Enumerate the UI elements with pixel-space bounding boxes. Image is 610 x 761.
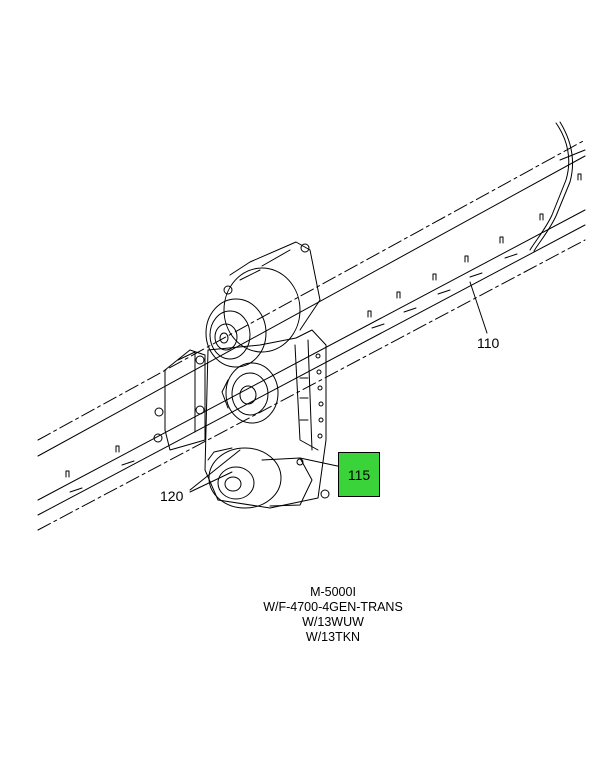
leader-120-b (189, 471, 233, 493)
mounting-bracket (153, 349, 206, 451)
caption-line-option-1: W/13WUW (302, 615, 364, 629)
callout-120[interactable]: 120 (160, 488, 184, 504)
callout-110[interactable]: 110 (477, 335, 500, 351)
frame-rail (37, 139, 586, 531)
transfer-case (204, 329, 327, 509)
caption-line-option-2: W/13TKN (305, 630, 361, 644)
leader-115 (299, 457, 343, 468)
middle-output-flange (221, 362, 279, 424)
caption-line-transmission: W/F-4700-4GEN-TRANS (263, 600, 403, 614)
drawing-caption: M-5000I W/F-4700-4GEN-TRANS W/13WUW W/13… (230, 585, 436, 645)
callout-115-highlight[interactable]: 115 (338, 452, 380, 497)
upper-output-flange (205, 241, 321, 368)
rail-fasteners (65, 173, 582, 493)
leader-110 (469, 281, 488, 334)
cable (529, 122, 570, 251)
caption-line-model: M-5000I (310, 585, 356, 599)
leader-120-a (189, 449, 241, 491)
lower-output-flange (207, 447, 330, 509)
